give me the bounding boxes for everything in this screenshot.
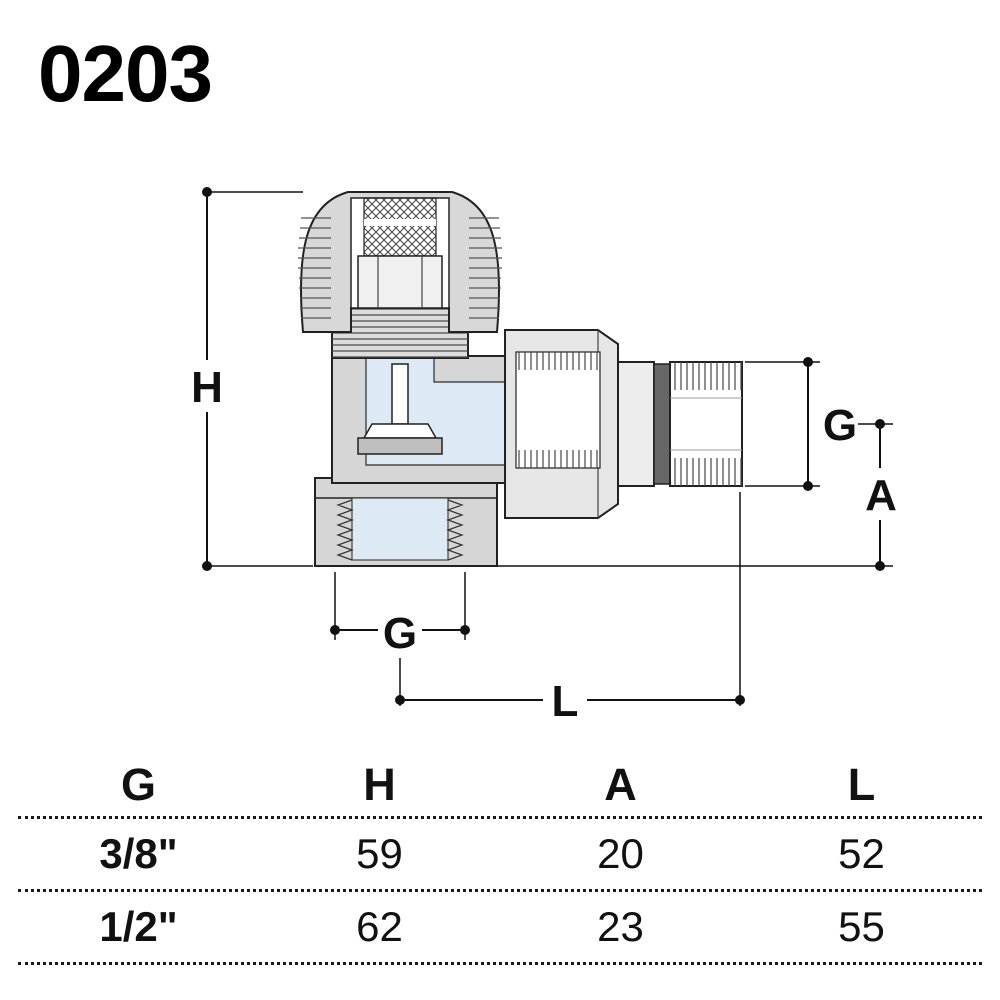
product-code: 0203: [38, 29, 213, 118]
cell-a-value: 23: [597, 903, 644, 950]
stem-thread: [363, 197, 437, 257]
valve-disc: [362, 423, 438, 439]
stem-hex: [357, 255, 443, 309]
col-header-l: L: [847, 759, 876, 810]
handle-ridges-left: [298, 217, 331, 319]
dim-label-l: L: [552, 677, 579, 726]
union-nut: [504, 329, 619, 519]
valve-bottom-port: [314, 477, 498, 567]
col-header-g: G: [120, 759, 156, 810]
dimensions-table: G H A L 3/8" 59 20 52 1/2" 62 23 55: [18, 754, 982, 965]
valve-seat: [357, 437, 443, 455]
tailpiece: [617, 361, 743, 487]
male-thread-bottom: [670, 458, 742, 486]
male-thread-top: [670, 362, 742, 390]
cell-l-value: 55: [838, 903, 885, 950]
label-backgrounds: [185, 360, 902, 728]
col-header-a: A: [604, 759, 637, 810]
dim-label-h: H: [191, 363, 223, 412]
table-header-row: G H A L: [18, 754, 982, 819]
valve-technical-drawing: H G A G L: [185, 187, 902, 728]
cell-a-value: 20: [597, 830, 644, 877]
valve-stem: [391, 363, 409, 425]
cell-h-value: 59: [356, 830, 403, 877]
dim-label-a: A: [865, 471, 897, 520]
cell-g-size: 1/2": [99, 903, 178, 950]
handle-ridges-right: [469, 217, 502, 319]
female-thread-left: [336, 499, 354, 561]
valve-bonnet: [331, 305, 469, 359]
cell-l-value: 52: [838, 830, 885, 877]
cell-h-value: 62: [356, 903, 403, 950]
valve-body: [331, 355, 506, 484]
col-header-h: H: [363, 759, 396, 810]
dim-label-g-bottom: G: [383, 609, 417, 658]
table-row: 1/2" 62 23 55: [18, 892, 982, 965]
female-thread-right: [446, 499, 464, 561]
table-row: 3/8" 59 20 52: [18, 819, 982, 892]
seal-ring: [653, 363, 671, 485]
cell-g-size: 3/8": [99, 830, 178, 877]
dim-label-g-side: G: [823, 401, 857, 450]
dimension-dots: [202, 187, 885, 705]
valve-handle: [298, 191, 502, 333]
